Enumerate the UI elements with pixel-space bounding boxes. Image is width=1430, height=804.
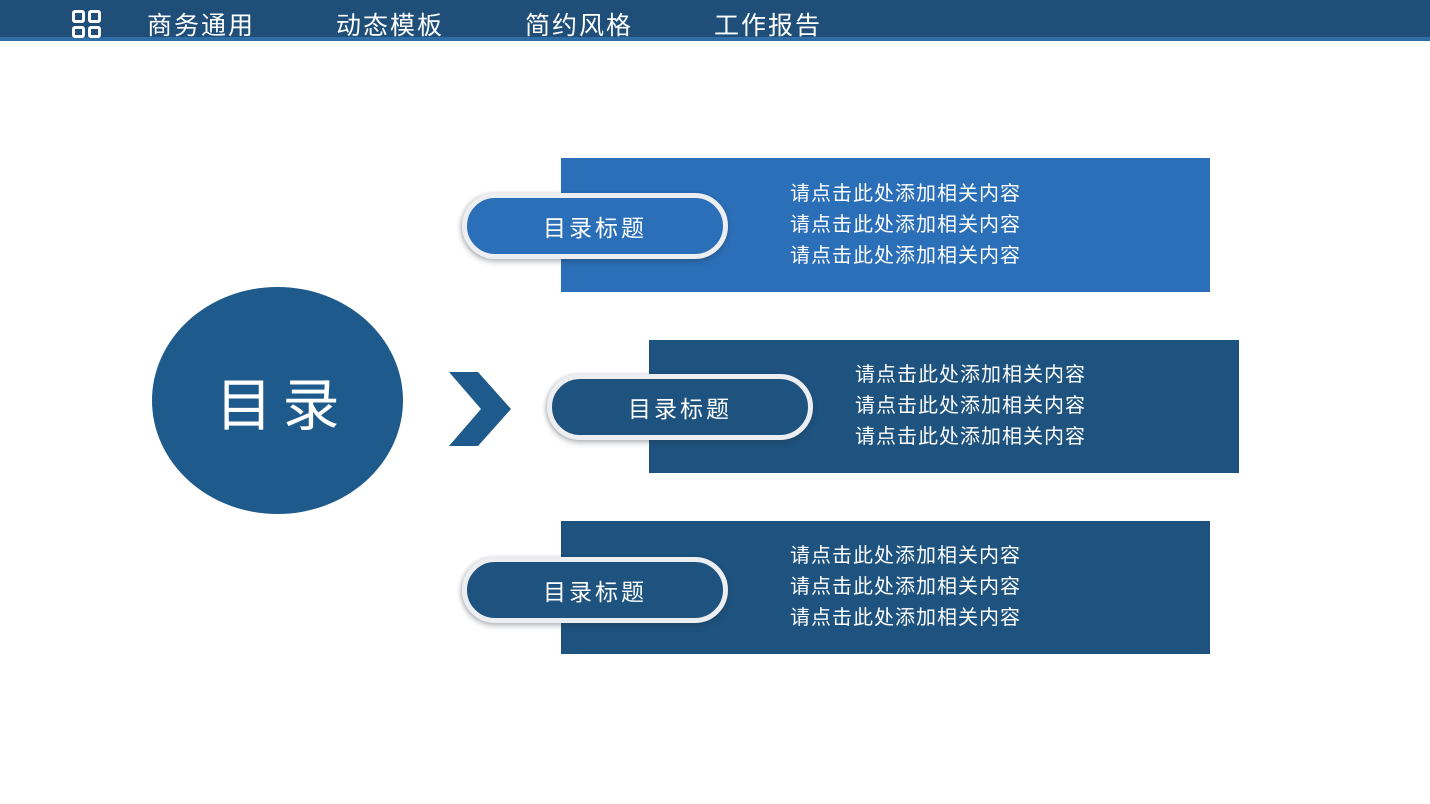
placeholder-line[interactable]: 请点击此处添加相关内容: [790, 182, 1021, 205]
nav-item-work-report[interactable]: 工作报告: [714, 12, 823, 40]
grid-menu-icon[interactable]: [72, 10, 101, 38]
nav-menu: 商务通用 动态模板 简约风格 工作报告: [147, 13, 903, 39]
placeholder-line[interactable]: 请点击此处添加相关内容: [855, 426, 1086, 448]
placeholder-line[interactable]: 请点击此处添加相关内容: [790, 244, 1021, 267]
nav-item-dynamic-template[interactable]: 动态模板: [336, 12, 445, 40]
toc-row-3-title: 目录标题: [543, 579, 647, 605]
nav-item-simple-style[interactable]: 简约风格: [525, 12, 634, 40]
placeholder-line[interactable]: 请点击此处添加相关内容: [855, 364, 1086, 386]
grid-icon-square: [72, 25, 85, 38]
grid-icon-square: [88, 25, 101, 38]
toc-row-1-title: 目录标题: [543, 215, 647, 241]
toc-row-3-title-pill[interactable]: 目录标题: [462, 557, 728, 623]
toc-row-2-placeholder[interactable]: 请点击此处添加相关内容 请点击此处添加相关内容 请点击此处添加相关内容: [649, 360, 1239, 453]
toc-row-3-placeholder[interactable]: 请点击此处添加相关内容 请点击此处添加相关内容 请点击此处添加相关内容: [561, 541, 1210, 634]
grid-icon-square: [88, 10, 101, 23]
placeholder-line[interactable]: 请点击此处添加相关内容: [790, 213, 1021, 236]
toc-hub-label: 目录: [215, 373, 350, 438]
toc-row-2-title: 目录标题: [628, 396, 732, 422]
top-nav: 商务通用 动态模板 简约风格 工作报告: [0, 0, 1430, 41]
nav-item-business-general[interactable]: 商务通用: [147, 12, 256, 40]
grid-icon-square: [72, 10, 85, 23]
toc-row-1-placeholder[interactable]: 请点击此处添加相关内容 请点击此处添加相关内容 请点击此处添加相关内容: [561, 179, 1210, 272]
toc-row-2-title-pill[interactable]: 目录标题: [547, 374, 813, 440]
placeholder-line[interactable]: 请点击此处添加相关内容: [790, 576, 1021, 598]
chevron-right-icon: [449, 372, 511, 446]
placeholder-line[interactable]: 请点击此处添加相关内容: [790, 607, 1021, 629]
toc-row-1-title-pill[interactable]: 目录标题: [462, 193, 728, 259]
placeholder-line[interactable]: 请点击此处添加相关内容: [790, 545, 1021, 567]
placeholder-line[interactable]: 请点击此处添加相关内容: [855, 395, 1086, 417]
toc-hub-circle: 目录: [152, 287, 403, 514]
